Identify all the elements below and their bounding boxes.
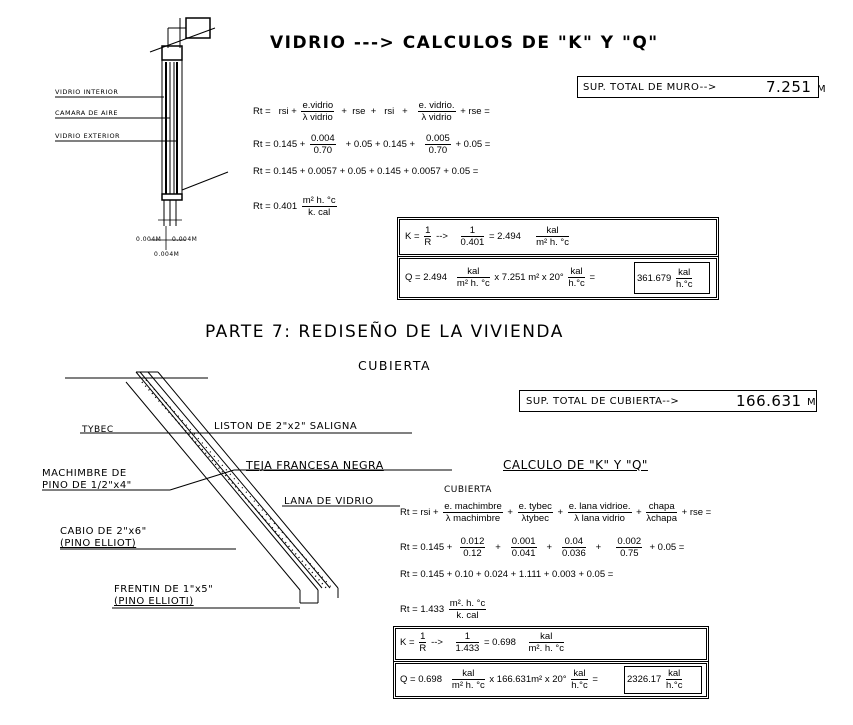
label-lana: LANA DE VIDRIO — [284, 496, 374, 507]
label-frentin-2: (PINO ELLIOTI) — [114, 596, 194, 607]
roof-surface-label: SUP. TOTAL DE CUBIERTA--> — [526, 396, 680, 407]
top-title: VIDRIO ---> CALCULOS DE "K" Y "Q" — [270, 33, 659, 53]
roof-rt-sum: Rt = 0.145 + 0.10 + 0.024 + 1.111 + 0.00… — [400, 569, 614, 580]
roof-surface-box: SUP. TOTAL DE CUBIERTA--> 166.631 M — [519, 390, 817, 412]
wall-surface-value: 7.251 — [766, 78, 812, 96]
dim-label-3: 0.004M — [154, 251, 180, 258]
roof-surface-unit: M — [807, 397, 817, 408]
roof-subtitle: CUBIERTA — [358, 358, 432, 373]
roof-surface-value: 166.631 — [736, 392, 802, 410]
calc-title: CALCULO DE "K" Y "Q" — [503, 458, 648, 472]
label-liston: LISTON DE 2"x2" SALIGNA — [214, 421, 358, 432]
wall-surface-label: SUP. TOTAL DE MURO--> — [583, 82, 717, 93]
dim-label-1: 0.004M — [136, 236, 162, 243]
label-camara-aire: CAMARA DE AIRE — [55, 109, 118, 117]
section-title: PARTE 7: REDISEÑO DE LA VIVIENDA — [205, 322, 564, 342]
wall-surface-unit: M — [817, 84, 827, 95]
label-machimbre-1: MACHIMBRE DE — [42, 468, 127, 479]
window-section-drawing — [55, 17, 229, 250]
label-cabio-1: CABIO DE 2"x6" — [60, 526, 147, 537]
label-vidrio-interior: VIDRIO INTERIOR — [55, 88, 119, 96]
label-teja: TEJA FRANCESA NEGRA — [246, 459, 384, 472]
label-tybec: TYBEC — [82, 425, 114, 435]
wall-surface-box: SUP. TOTAL DE MURO--> 7.251 M — [577, 76, 826, 98]
label-cabio-2: (PINO ELLIOT) — [60, 538, 137, 549]
roof-section-drawing — [42, 371, 452, 609]
label-vidrio-exterior: VIDRIO EXTERIOR — [55, 132, 121, 140]
top-rt-sum: Rt = 0.145 + 0.0057 + 0.05 + 0.145 + 0.0… — [253, 166, 479, 177]
dim-label-2: 0.004M — [172, 236, 198, 243]
calc-subtitle: CUBIERTA — [444, 485, 492, 495]
label-frentin-1: FRENTIN DE 1"x5" — [114, 584, 214, 595]
label-machimbre-2: PINO DE 1/2"x4" — [42, 480, 132, 491]
